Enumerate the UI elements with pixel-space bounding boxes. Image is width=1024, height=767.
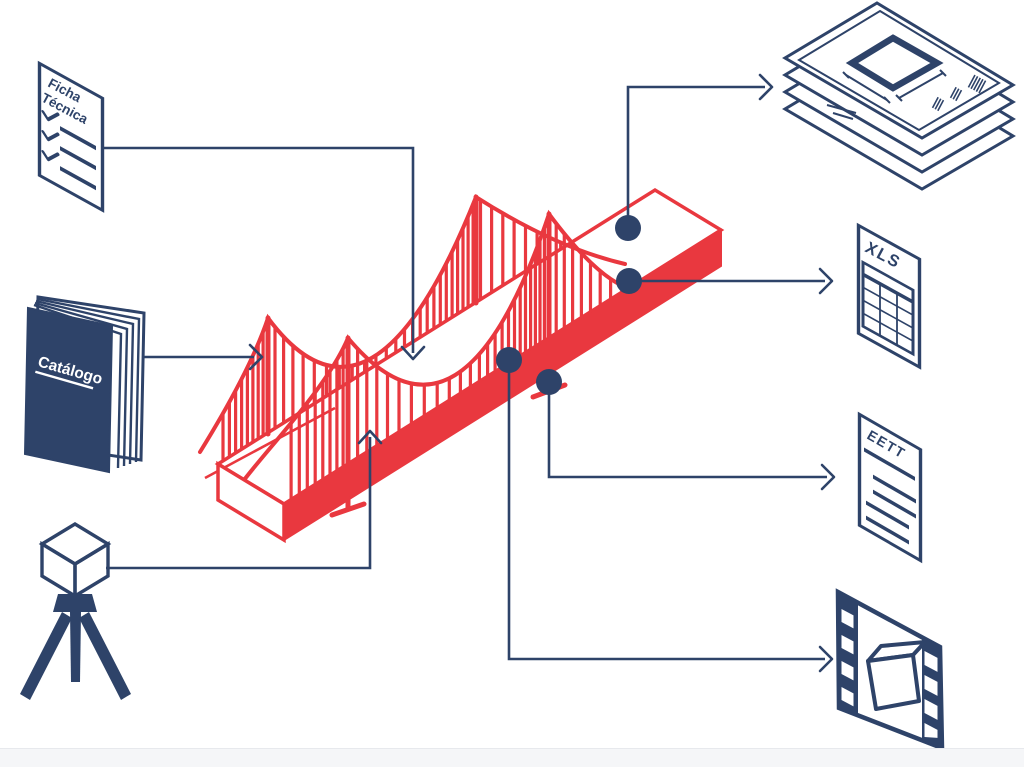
connector-bridge-to-video xyxy=(507,360,834,673)
arrow-right-icon xyxy=(818,267,834,295)
arrow-right-icon xyxy=(818,645,834,673)
tripod-leg xyxy=(79,612,131,700)
sprocket-hole xyxy=(924,651,938,672)
connector-ficha-to-bridge xyxy=(104,146,426,361)
eett-text-line xyxy=(866,500,909,530)
title-block-line xyxy=(832,112,854,120)
sprocket-hole xyxy=(841,635,854,655)
film-strip-3d-icon xyxy=(835,588,945,752)
checklist-document-icon: Ficha Técnica xyxy=(37,60,105,213)
checkmark-icon xyxy=(41,110,60,122)
ficha-page xyxy=(37,60,105,213)
connection-dot xyxy=(615,215,641,241)
sprocket-hole xyxy=(841,661,854,681)
eett-text-line xyxy=(873,489,916,519)
book-front-cover xyxy=(23,306,114,474)
bridge-far-cable xyxy=(204,406,336,480)
connector-bridge-to-eett xyxy=(547,382,836,491)
book-page xyxy=(36,297,141,463)
dimension-tick xyxy=(895,94,903,102)
checkmark-icon xyxy=(41,130,60,142)
connection-dot xyxy=(616,268,642,294)
tripod-head xyxy=(53,594,97,612)
connector-bridge-to-plans xyxy=(626,73,774,224)
sprocket-hole xyxy=(841,687,854,707)
eett-text-line xyxy=(866,515,909,545)
sprocket-hole xyxy=(841,609,854,629)
spreadsheet-icon: XLS xyxy=(856,222,922,370)
checklist-line xyxy=(60,126,96,151)
plan-sheets-stack-icon xyxy=(782,1,1016,191)
arrow-right-icon xyxy=(758,73,774,101)
dimension-line xyxy=(845,74,888,101)
sprocket-hole xyxy=(924,675,938,696)
eett-title-underline xyxy=(864,447,915,481)
dimension-tick xyxy=(842,71,850,79)
plan-sheet-top xyxy=(782,1,1016,140)
connector-tripod-to-bridge xyxy=(106,429,383,570)
arrow-down-icon xyxy=(400,345,426,361)
bridge-cable-front xyxy=(236,209,650,490)
title-block-hatch xyxy=(931,96,945,112)
title-block-hatch xyxy=(949,86,963,102)
book-page xyxy=(34,301,129,467)
tripod-leg xyxy=(70,612,81,682)
checklist-line xyxy=(60,166,96,191)
checklist-line xyxy=(60,146,96,171)
title-block-line xyxy=(826,104,857,114)
dimension-line xyxy=(898,72,944,99)
arrow-right-icon xyxy=(248,343,264,371)
connection-dot xyxy=(536,369,562,395)
xls-header-row xyxy=(863,272,913,305)
eett-text-line xyxy=(873,474,916,504)
connector-bridge-to-xls xyxy=(629,267,834,295)
dimension-tick xyxy=(939,69,947,77)
plan-sheet-inner-border xyxy=(797,9,1001,132)
xls-row-line xyxy=(863,286,913,316)
bridge-pier-foot xyxy=(329,501,367,518)
plan-floor-outline xyxy=(845,34,944,92)
sprocket-hole xyxy=(924,723,938,738)
book-page xyxy=(35,299,135,465)
tripod-leg xyxy=(20,612,72,700)
suspension-bridge-icon xyxy=(198,187,725,544)
checkmark-icon xyxy=(41,150,60,162)
bottom-edge xyxy=(0,748,1024,767)
connector-catalogo-to-bridge xyxy=(140,343,264,371)
xls-table xyxy=(861,259,915,357)
dimension-tick xyxy=(883,96,891,104)
specs-document-icon: EETT xyxy=(857,411,923,564)
arrow-right-icon xyxy=(820,463,836,491)
bridge-cable-back xyxy=(198,194,627,454)
bridge-deck-end-face xyxy=(216,460,286,544)
catalog-book-icon: Catálogo xyxy=(23,295,146,474)
catalogo-underline xyxy=(35,370,94,390)
cube-front-face xyxy=(866,653,921,711)
sprocket-hole xyxy=(924,699,938,720)
title-block-hatch xyxy=(967,74,987,94)
survey-tripod-icon xyxy=(20,522,131,700)
xls-row-line xyxy=(863,299,913,329)
arrow-up-icon xyxy=(357,429,383,445)
connection-dot xyxy=(496,347,522,373)
xls-row-line xyxy=(863,312,913,342)
